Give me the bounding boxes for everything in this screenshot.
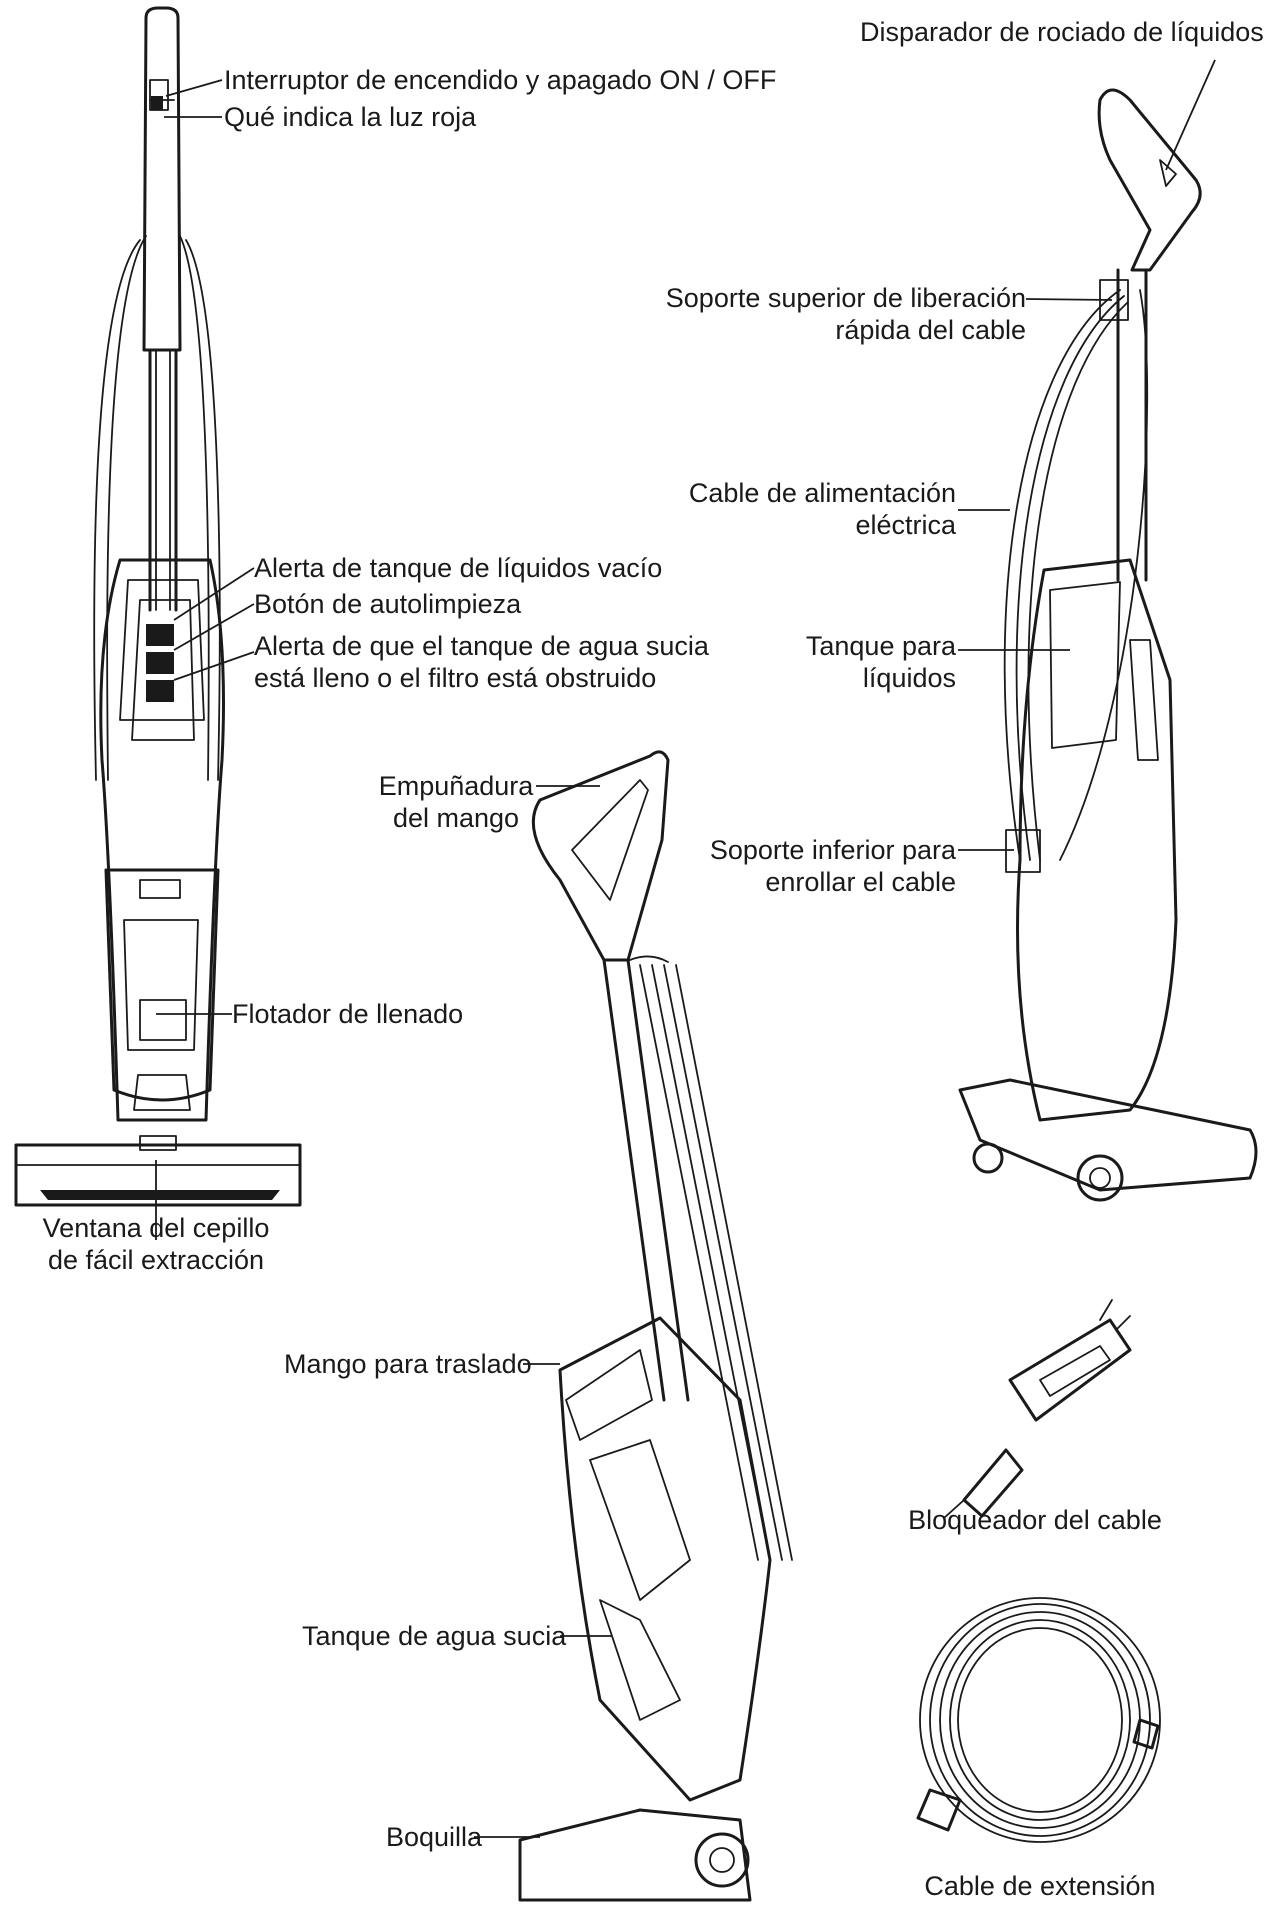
- leader-lines: [155, 59, 1216, 1838]
- spray-trigger-label: Disparador de rociado de líquidos: [860, 17, 1264, 47]
- nozzle-label: Boquilla: [386, 1822, 483, 1852]
- fill-float-label: Flotador de llenado: [232, 999, 464, 1029]
- lower-cord-hook-label: Soporte inferior para enrollar el cable: [709, 835, 956, 897]
- vacuum-side-view-center-illustration: [518, 750, 793, 1902]
- dirty-tank-alert-label: Alerta de que el tanque de agua sucia es…: [254, 631, 709, 693]
- handle-grip-label: Empuñadura del mango: [378, 771, 534, 833]
- power-cord-label: Cable de alimentación eléctrica: [688, 478, 956, 540]
- dirty-water-tank-label: Tanque de agua sucia: [302, 1621, 567, 1651]
- power-switch-label: Interruptor de encendido y apagado ON / …: [224, 65, 777, 95]
- self-clean-button-label: Botón de autolimpieza: [254, 589, 522, 619]
- solution-tank-label: Tanque para líquidos: [805, 631, 956, 693]
- cord-lock-part-illustration: [943, 1299, 1132, 1519]
- vacuum-side-view-right-illustration: [958, 88, 1258, 1202]
- upper-cord-hook-label: Soporte superior de liberación rápida de…: [665, 283, 1026, 345]
- empty-tank-alert-label: Alerta de tanque de líquidos vacío: [254, 553, 663, 583]
- red-light-label: Qué indica la luz roja: [224, 102, 477, 132]
- extension-cord-coil-illustration: [916, 1597, 1161, 1843]
- extension-cord-label: Cable de extensión: [924, 1871, 1156, 1901]
- brush-window-label: Ventana del cepillo de fácil extracción: [42, 1213, 270, 1275]
- vacuum-front-view-illustration: [14, 6, 302, 1207]
- cord-lock-label: Bloqueador del cable: [908, 1505, 1162, 1535]
- carry-handle-label: Mango para traslado: [284, 1349, 532, 1379]
